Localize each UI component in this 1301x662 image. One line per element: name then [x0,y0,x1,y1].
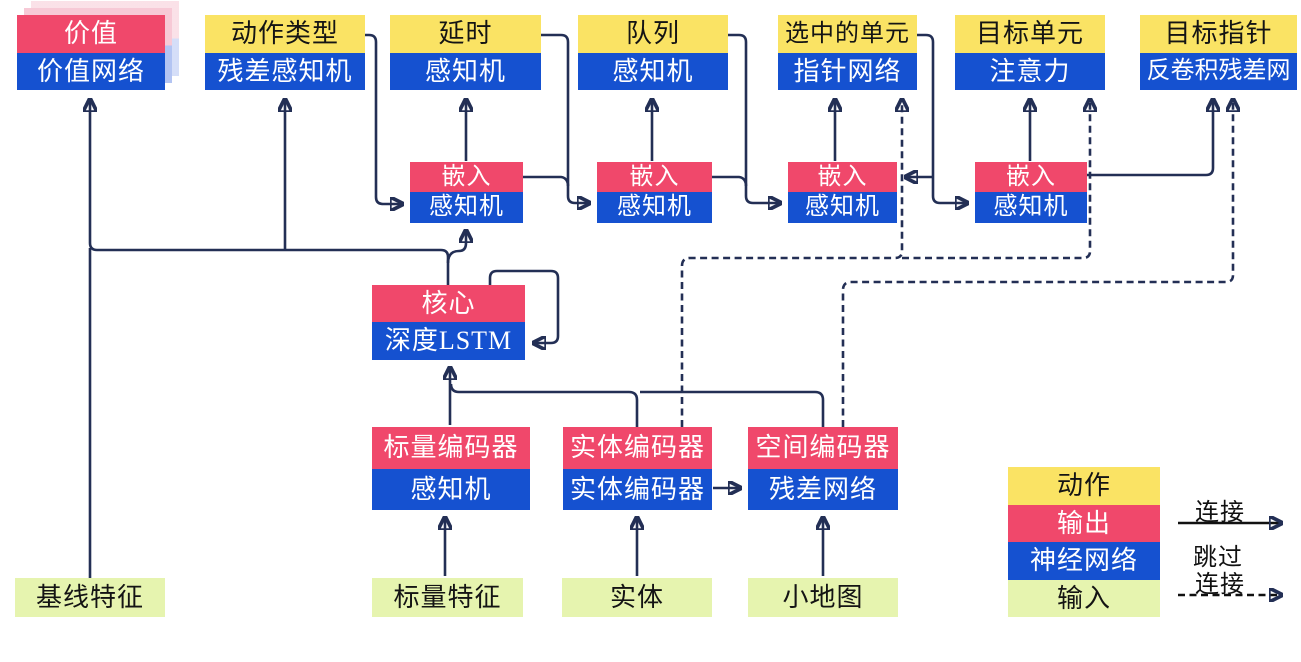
node-embed-2: 嵌入 感知机 [597,162,712,223]
node-entity-encoder: 实体编码器 实体编码器 [563,427,712,510]
edge-core-bus-to-value [90,100,450,285]
baseline-features-label: 基线特征 [15,578,165,617]
edge-embed2-merge [712,175,748,187]
node-delay: 延时 感知机 [390,15,541,90]
legend-network-label: 神经网络 [1008,542,1160,580]
node-value: 价值 价值网络 [17,1,179,90]
core-output-label: 核心 [372,285,525,322]
node-spatial-encoder: 空间编码器 残差网络 [748,427,898,510]
legend-action-label: 动作 [1008,467,1160,505]
legend-input-label: 输入 [1008,580,1160,617]
entities-label: 实体 [562,578,712,617]
minimap-label: 小地图 [748,578,898,617]
skip-entity-to-selected-units [680,100,902,427]
legend-output-label: 输出 [1008,505,1160,542]
embed-4-output-label: 嵌入 [975,162,1087,192]
embed-1-network-label: 感知机 [410,192,523,223]
delay-action-label: 延时 [390,15,541,53]
node-embed-4: 嵌入 感知机 [975,162,1087,223]
embed-3-output-label: 嵌入 [788,162,897,192]
node-queue: 队列 感知机 [578,15,728,90]
node-minimap: 小地图 [748,578,898,617]
node-entities: 实体 [562,578,712,617]
node-core: 核心 深度LSTM [372,285,525,360]
delay-network-label: 感知机 [390,53,541,90]
entity-encoder-network-label: 实体编码器 [563,469,712,510]
node-embed-1: 嵌入 感知机 [410,162,523,223]
edge-action-type-to-embed1 [365,33,402,204]
node-embed-3: 嵌入 感知机 [788,162,897,223]
edge-delay-to-embed2 [541,33,589,203]
spatial-encoder-output-label: 空间编码器 [748,427,898,469]
skip-entity-to-target-unit [902,100,1090,260]
node-scalar-encoder: 标量编码器 感知机 [372,427,530,510]
action-type-action-label: 动作类型 [205,15,365,53]
legend-connection-label: 连接 [1195,500,1245,526]
node-scalar-features: 标量特征 [372,578,523,617]
embed-2-network-label: 感知机 [597,192,712,223]
scalar-features-label: 标量特征 [372,578,523,617]
edge-core-self-loop [488,269,560,343]
embed-1-output-label: 嵌入 [410,162,523,192]
legend-skip-label-line1: 跳过 [1193,545,1243,571]
node-baseline-features: 基线特征 [15,578,165,617]
value-output-label: 价值 [17,15,165,53]
scalar-encoder-network-label: 感知机 [372,469,530,510]
entity-encoder-output-label: 实体编码器 [563,427,712,469]
embed-2-output-label: 嵌入 [597,162,712,192]
node-selected-units: 选中的单元 指针网络 [778,15,917,90]
target-pointer-action-label: 目标指针 [1140,15,1297,53]
legend-skip-label-line2: 连接 [1195,572,1245,598]
edge-embed4-to-target-pointer [1087,100,1213,177]
embed-3-network-label: 感知机 [788,192,897,223]
edge-selected-units-to-embed4 [917,33,967,203]
core-network-label: 深度LSTM [372,322,525,360]
embed-4-network-label: 感知机 [975,192,1087,223]
scalar-encoder-output-label: 标量编码器 [372,427,530,469]
edge-embed1-merge [523,175,570,187]
value-network-label: 价值网络 [17,53,165,90]
queue-network-label: 感知机 [578,53,728,90]
edge-core-to-embed1 [446,231,466,264]
target-pointer-network-label: 反卷积残差网 [1140,53,1297,90]
edge-entity-encoder-to-core [449,383,639,427]
selected-units-action-label: 选中的单元 [778,15,917,53]
selected-units-network-label: 指针网络 [778,53,917,90]
node-action-type: 动作类型 残差感知机 [205,15,365,90]
spatial-encoder-network-label: 残差网络 [748,469,898,510]
action-type-network-label: 残差感知机 [205,53,365,90]
target-unit-network-label: 注意力 [955,53,1105,90]
skip-spatial-to-target-pointer [841,100,1233,427]
legend-color-key: 动作 输出 神经网络 输入 [1008,467,1160,617]
queue-action-label: 队列 [578,15,728,53]
edge-queue-to-embed3 [728,33,780,203]
edge-spatial-encoder-to-core [640,390,825,427]
node-target-unit: 目标单元 注意力 [955,15,1105,90]
target-unit-action-label: 目标单元 [955,15,1105,53]
node-target-pointer: 目标指针 反卷积残差网 [1140,15,1297,90]
